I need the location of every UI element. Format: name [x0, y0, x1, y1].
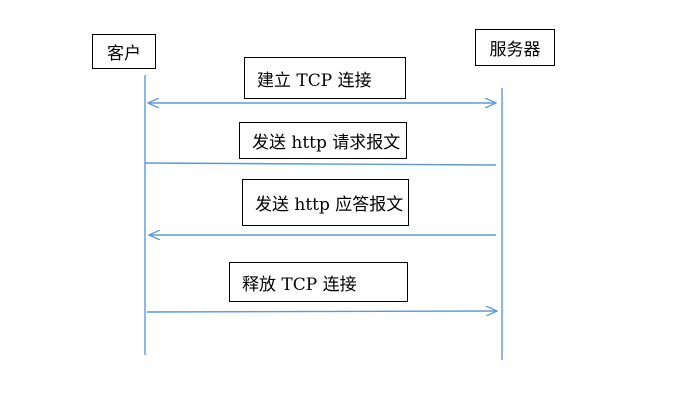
server-label: 服务器: [489, 40, 541, 60]
message-label-4: 释放 TCP 连接: [242, 274, 357, 295]
message-label-1: 建立 TCP 连接: [257, 70, 372, 91]
message-label-box-1: 建立 TCP 连接: [244, 57, 406, 99]
message-label-2: 发送 http 请求报文: [252, 133, 401, 153]
message-label-box-4: 释放 TCP 连接: [229, 262, 408, 302]
arrow-release-tcp: [146, 311, 497, 312]
client-label: 客户: [107, 44, 141, 64]
message-label-3: 发送 http 应答报文: [255, 195, 404, 215]
message-label-box-3: 发送 http 应答报文: [242, 179, 409, 226]
client-box: 客户: [92, 34, 156, 69]
line-http-request: [144, 162, 497, 166]
message-label-box-2: 发送 http 请求报文: [239, 122, 407, 159]
server-box: 服务器: [475, 29, 555, 66]
